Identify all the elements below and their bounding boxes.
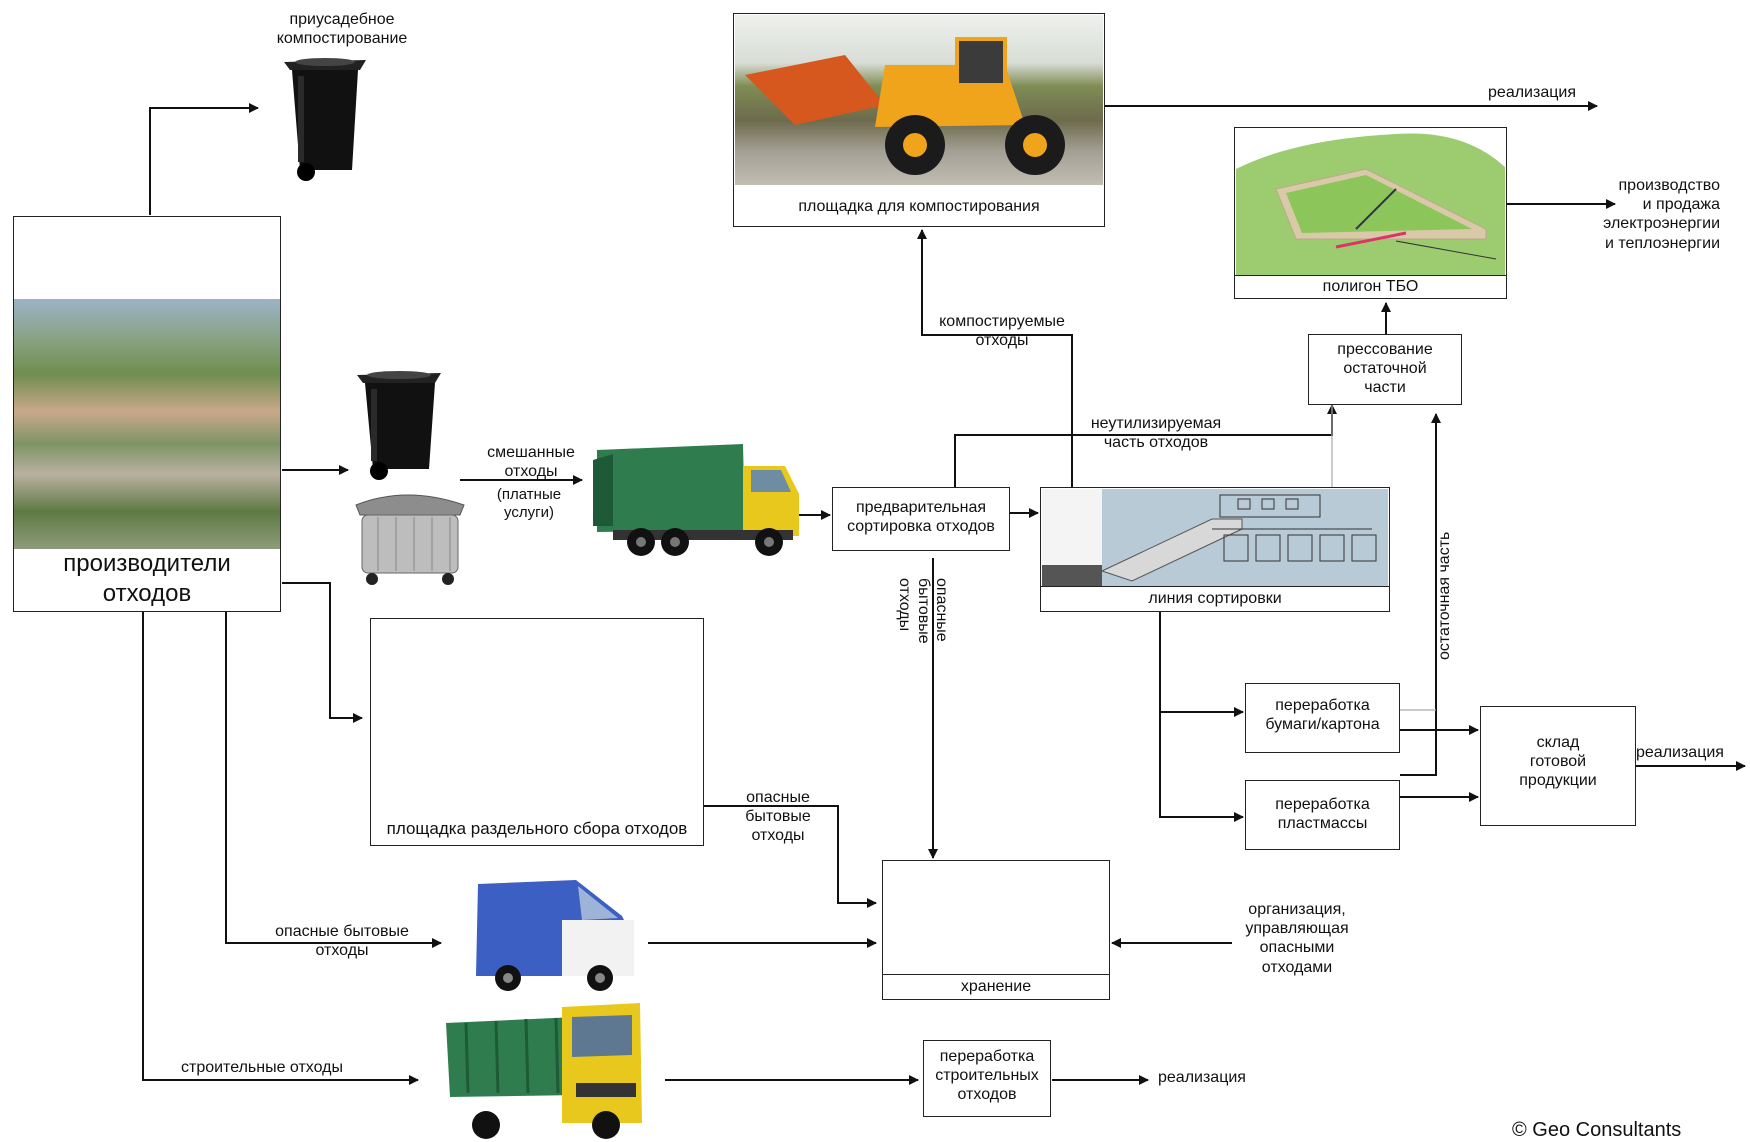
storage-box: хранение [882,860,1110,1000]
sorting-icon [1042,489,1388,587]
paper-processing-box: переработка бумаги/картона [1245,683,1400,753]
construction-processing-label: переработка строительных отходов [935,1048,1039,1104]
mixed-waste-label: смешанные отходы [487,444,575,481]
paid-services-label: (платные услуги) [496,486,562,521]
metal-container-icon [355,494,465,585]
sorting-line-box: линия сортировки [1040,487,1390,612]
arrow-sortline-to-plastic [1159,712,1244,822]
black-wheelie-bin-icon [357,371,441,480]
wheel-loader-photo [735,15,1103,185]
realization-right-label: реализация [1636,744,1724,761]
arrow-sortline-to-paper [1159,612,1244,717]
hazardous-low-label: опасные бытовые отходы [275,923,409,960]
plastic-processing-label: переработка пластмассы [1275,796,1370,833]
sorting-divider [1041,586,1389,587]
landfill-label: полигон ТБО [1322,277,1419,295]
producers-box: производители отходов [13,216,281,612]
producers-label: производители отходов [63,550,231,607]
van-icon [476,880,634,991]
arrow-producers-to-dumptruck [142,612,419,1085]
arrow-producers-to-home-composting [149,103,259,215]
arrow-separate-to-storage [704,805,877,908]
pressing-label: прессование остаточной части [1337,341,1433,397]
realization-top-label: реализация [1488,84,1576,101]
sorting-line-label: линия сортировки [1148,589,1282,607]
hazardous-vertical-label: опасные бытовые отходы [896,578,950,644]
black-wheelie-bin-icon [284,58,366,181]
construction-waste-label: строительные отходы [180,1059,343,1076]
storage-divider [883,974,1109,975]
warehouse-box: склад готовой продукции [1480,706,1636,826]
pre-sorting-label: предварительная сортировка отходов [847,499,995,536]
plastic-processing-box: переработка пластмассы [1245,780,1400,850]
energy-label: производство и продажа электроэнергии и … [1603,177,1720,252]
storage-label: хранение [960,977,1032,995]
residual-label: остаточная часть [1436,531,1453,660]
non-utilizable-label: неутилизируемая часть отходов [1090,415,1222,452]
connectors [142,101,1746,1085]
loader-icon [745,37,1065,175]
paper-processing-label: переработка бумаги/картона [1265,697,1380,734]
landfill-divider [1235,275,1506,276]
pressing-box: прессование остаточной части [1308,334,1462,405]
hazardous-mid-label: опасные бытовые отходы [745,789,811,845]
copyright-label: © Geo Consultants [1512,1119,1682,1141]
arrow-compostable-up [917,229,1073,487]
separate-collection-box: площадка раздельного сбора отходов [370,618,704,846]
landfill-icon [1236,133,1505,275]
thin-connectors [1331,405,1436,711]
realization-bottom-label: реализация [1158,1069,1246,1086]
landfill-cross-section [1236,129,1505,275]
warehouse-label: склад готовой продукции [1519,734,1597,790]
composting-site-label: площадка для компостирования [798,197,1040,215]
home-composting-label: приусадебное компостирование [276,11,408,48]
garbage-truck-icon [593,444,799,556]
composting-site-box: площадка для компостирования [733,13,1105,227]
arrow-producers-to-van [225,612,442,948]
landfill-box: полигон ТБО [1234,127,1507,299]
arrow-residual-up [1400,413,1441,776]
hazard-org-label: организация, управляющая опасными отхода… [1245,901,1349,976]
compostable-label: компостируемые отходы [939,313,1065,350]
pre-sorting-box: предварительная сортировка отходов [832,487,1010,551]
sorting-line-diagram [1042,489,1388,587]
construction-processing-box: переработка строительных отходов [923,1040,1051,1117]
arrow-producers-to-separate-site [282,582,363,723]
container-truck-icon [446,1003,642,1139]
town-aerial-photo [14,299,280,549]
separate-collection-label: площадка раздельного сбора отходов [386,818,688,838]
